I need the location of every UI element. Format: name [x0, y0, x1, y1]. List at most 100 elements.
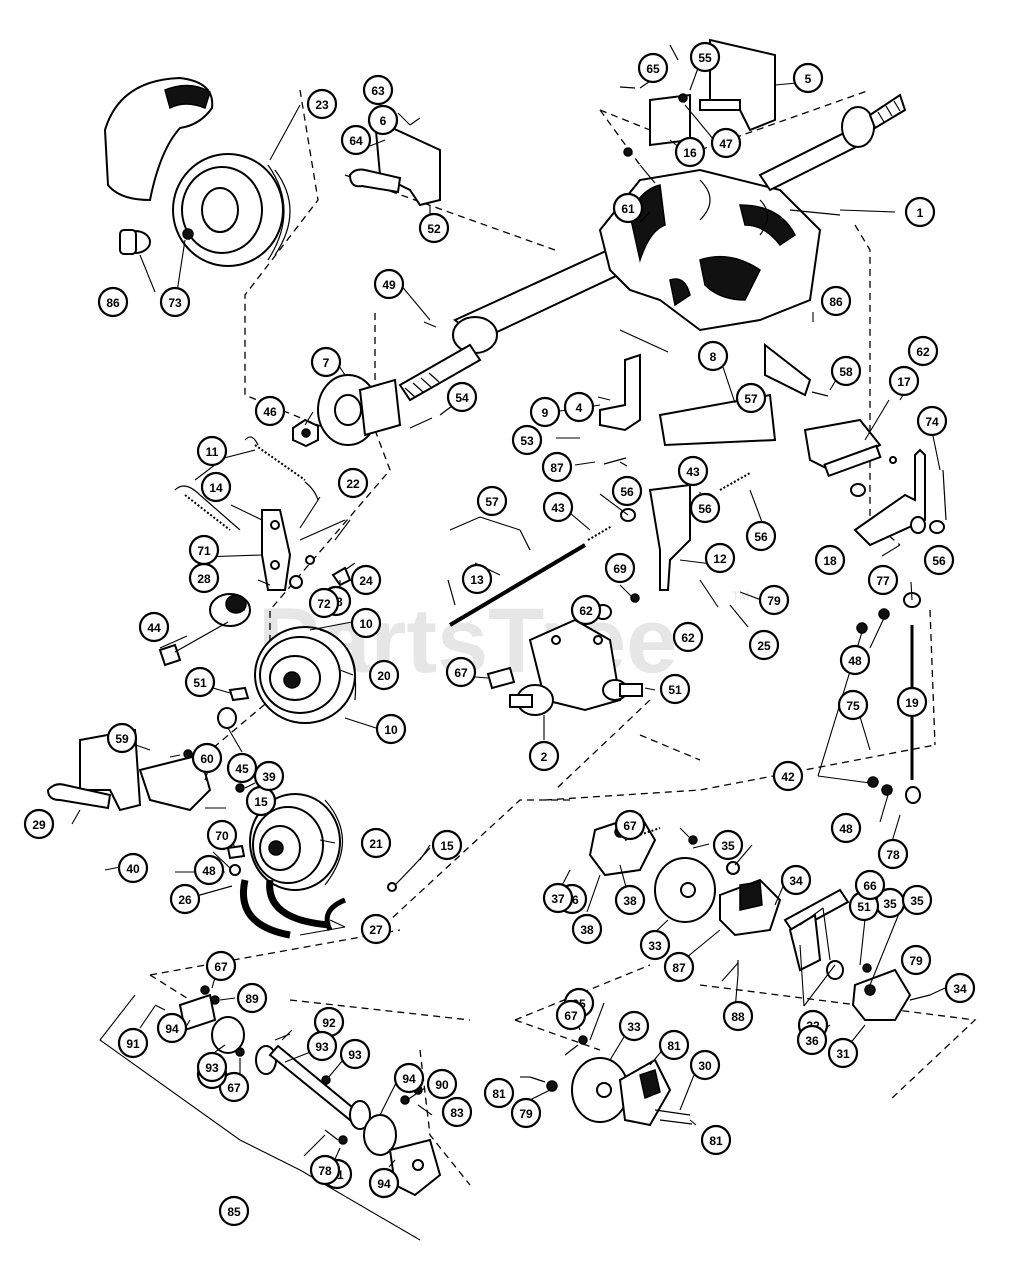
- callout-40: 40: [117, 852, 149, 884]
- callout-89: 89: [236, 982, 268, 1014]
- callout-81: 81: [483, 1077, 515, 1109]
- callout-12: 12: [704, 542, 736, 574]
- callout-number: 18: [823, 554, 837, 568]
- callout-94: 94: [393, 1062, 425, 1094]
- callout-number: 10: [384, 723, 398, 737]
- callout-number: 43: [686, 465, 700, 479]
- callout-number: 56: [754, 530, 768, 544]
- callout-circle: [542, 882, 574, 914]
- callout-circle: [360, 913, 392, 945]
- callout-number: 47: [719, 137, 733, 151]
- callout-number: 40: [126, 862, 140, 876]
- callout-circle: [367, 104, 399, 136]
- callout-circle: [445, 656, 477, 688]
- callout-circle: [308, 587, 340, 619]
- belt-part: [240, 879, 291, 939]
- callout-48: 48: [193, 854, 225, 886]
- callout-circle: [820, 285, 852, 317]
- callout-circle: [796, 1024, 828, 1056]
- callout-number: 79: [767, 594, 781, 608]
- callout-2: 2: [528, 740, 560, 772]
- callout-number: 78: [318, 1164, 332, 1178]
- callout-number: 19: [905, 696, 919, 710]
- callout-circle: [418, 212, 450, 244]
- callout-number: 31: [836, 1047, 850, 1061]
- callout-circle: [814, 544, 846, 576]
- callout-number: 85: [227, 1205, 241, 1219]
- callout-number: 39: [262, 770, 276, 784]
- callout-1: 1: [904, 196, 936, 228]
- callout-number: 34: [789, 874, 803, 888]
- bracket-12-part: [648, 483, 691, 591]
- callout-number: 49: [382, 278, 396, 292]
- callout-number: 55: [698, 51, 712, 65]
- callout-45: 45: [226, 752, 258, 784]
- callout-number: 27: [369, 923, 383, 937]
- callout-67: 67: [614, 809, 646, 841]
- callout-48: 48: [830, 812, 862, 844]
- callout-circle: [106, 722, 138, 754]
- callout-circle: [254, 395, 286, 427]
- callout-number: 90: [435, 1078, 449, 1092]
- callout-20: 20: [368, 659, 400, 691]
- callout-circle: [306, 88, 338, 120]
- callout-circle: [944, 972, 976, 1004]
- callout-number: 79: [909, 954, 923, 968]
- callout-circle: [555, 999, 587, 1031]
- callout-number: 67: [227, 1081, 241, 1095]
- callout-36: 36: [796, 1024, 828, 1056]
- callout-circle: [888, 365, 920, 397]
- callout-56: 56: [611, 475, 643, 507]
- callout-59: 59: [106, 722, 138, 754]
- callout-circle: [159, 286, 191, 318]
- callout-number: 74: [925, 415, 939, 429]
- callout-circle: [226, 752, 258, 784]
- callout-number: 93: [348, 1048, 362, 1062]
- callout-number: 16: [683, 146, 697, 160]
- callout-57: 57: [476, 485, 508, 517]
- callout-circle: [205, 950, 237, 982]
- callout-63: 63: [362, 74, 394, 106]
- callout-number: 12: [713, 552, 727, 566]
- callout-30: 30: [689, 1049, 721, 1081]
- callout-circle: [511, 424, 543, 456]
- callout-circle: [663, 951, 695, 983]
- callout-number: 65: [646, 62, 660, 76]
- callout-61: 61: [612, 192, 644, 224]
- callout-circle: [310, 346, 342, 378]
- callout-78: 78: [309, 1154, 341, 1186]
- callout-10: 10: [350, 607, 382, 639]
- callout-number: 26: [178, 893, 192, 907]
- callout-number: 81: [709, 1134, 723, 1148]
- callout-circle: [614, 809, 646, 841]
- wheel-cover-shading: [164, 84, 211, 110]
- callout-62: 62: [570, 594, 602, 626]
- callout-number: 67: [564, 1009, 578, 1023]
- callout-number: 53: [520, 434, 534, 448]
- callout-28: 28: [188, 562, 220, 594]
- callout-79: 79: [900, 944, 932, 976]
- callout-91: 91: [117, 1027, 149, 1059]
- callout-circle: [710, 127, 742, 159]
- callout-number: 67: [454, 666, 468, 680]
- callout-circle: [431, 829, 463, 861]
- axle-shaft-left: [398, 343, 482, 402]
- callout-circle: [196, 435, 228, 467]
- callout-circle: [117, 1027, 149, 1059]
- callout-number: 52: [427, 222, 441, 236]
- callout-circle: [712, 829, 744, 861]
- callout-35: 35: [901, 884, 933, 916]
- callout-67: 67: [205, 950, 237, 982]
- callout-number: 35: [721, 839, 735, 853]
- parts: [46, 38, 947, 1241]
- callout-circle: [483, 1077, 515, 1109]
- callout-circle: [510, 1097, 542, 1129]
- bearing-block-31-part: [851, 968, 912, 1021]
- callout-number: 86: [106, 296, 120, 310]
- bracket-5-part: [709, 38, 776, 132]
- callout-44: 44: [138, 611, 170, 643]
- callout-number: 77: [876, 574, 890, 588]
- callout-number: 93: [315, 1040, 329, 1054]
- callout-circle: [375, 713, 407, 745]
- callout-circle: [368, 659, 400, 691]
